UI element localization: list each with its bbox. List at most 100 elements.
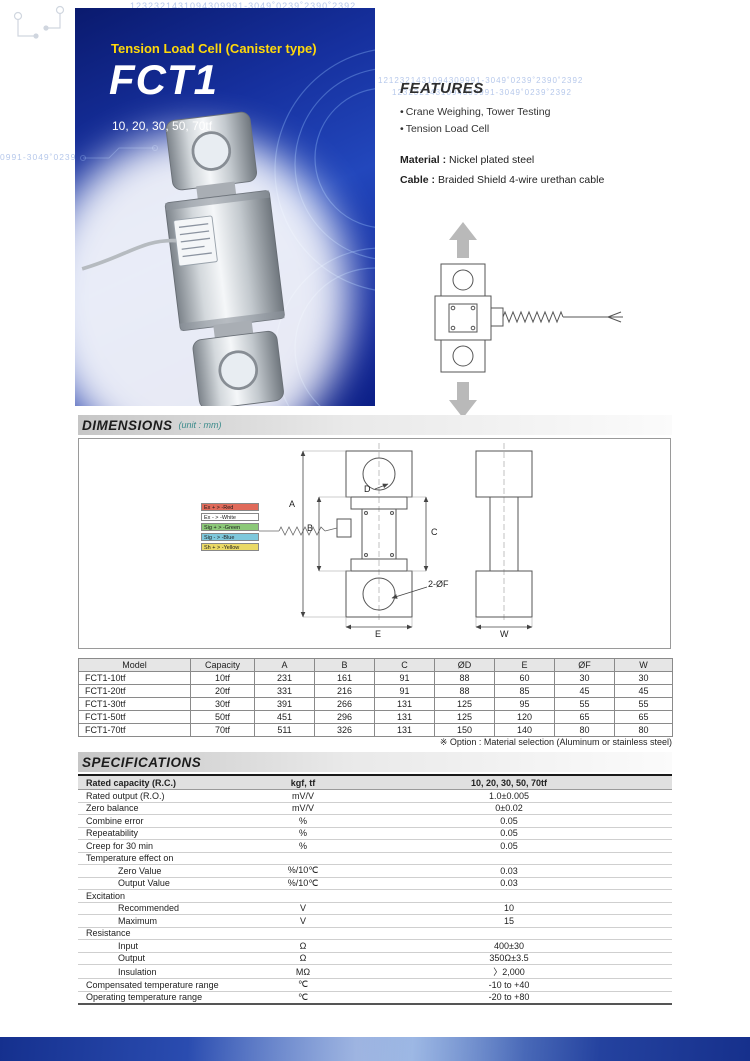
dim-label-W: W xyxy=(500,629,509,639)
dim-cell: 451 xyxy=(254,710,315,724)
decor-numbers-left: 0991-3049˚0239˚2390˚2392 xyxy=(0,152,130,162)
spec-label: Recommended xyxy=(78,902,260,915)
spec-value: 0±0.02 xyxy=(346,802,672,815)
wiring-red: Ex + > -Red xyxy=(201,503,259,511)
dim-cell: 296 xyxy=(314,710,375,724)
dim-cell: 91 xyxy=(374,671,435,685)
feature-item: •Crane Weighing, Tower Testing xyxy=(400,104,680,121)
dim-cell: 231 xyxy=(254,671,315,685)
specification-table: Rated capacity (R.C.) kgf, tf 10, 20, 30… xyxy=(78,774,672,1005)
spec-value: 10 xyxy=(346,902,672,915)
dim-cell: 70tf xyxy=(190,723,255,737)
dim-cell: 65 xyxy=(554,710,615,724)
decor-numbers-top: 1232321431094309991-3049˚0239˚2390˚2392 xyxy=(130,1,357,11)
dim-cell: 55 xyxy=(554,697,615,711)
dimension-drawing: Ex + > -Red Ex - > -White Sig + > -Green… xyxy=(78,438,671,649)
dimension-table: Model Capacity A B C ØD E ØF W FCT1-10tf… xyxy=(78,658,673,737)
down-arrow-icon xyxy=(449,382,477,418)
wiring-yellow: Sh + > -Yellow xyxy=(201,543,259,551)
spec-label: Zero Value xyxy=(78,864,260,878)
dim-header: ØD xyxy=(434,658,495,672)
table-row: FCT1-10tf 10tf 231 161 91 88 60 30 30 xyxy=(78,671,673,685)
dim-cell: 140 xyxy=(494,723,555,737)
dim-label-C: C xyxy=(431,527,438,537)
wiring-blue: Sig - > -Blue xyxy=(201,533,259,541)
wiring-legend: Ex + > -Red Ex - > -White Sig + > -Green… xyxy=(201,503,259,553)
spec-label: Insulation xyxy=(78,964,260,979)
table-row: FCT1-50tf 50tf 451 296 131 125 120 65 65 xyxy=(78,710,673,724)
dim-cell: FCT1-70tf xyxy=(78,723,191,737)
spec-row: Operating temperature range℃-20 to +80 xyxy=(78,991,672,1005)
dim-cell: 60 xyxy=(494,671,555,685)
dim-cell: 30 xyxy=(614,671,673,685)
dim-cell: 125 xyxy=(434,697,495,711)
dim-header: C xyxy=(374,658,435,672)
spec-value: 15 xyxy=(346,914,672,928)
dim-header: E xyxy=(494,658,555,672)
features-section: FEATURES •Crane Weighing, Tower Testing … xyxy=(400,80,680,138)
dim-cell: 50tf xyxy=(190,710,255,724)
spec-value: 〉2,000 xyxy=(346,964,672,979)
spec-value: 10, 20, 30, 50, 70tf xyxy=(346,775,672,790)
dim-label-A: A xyxy=(289,499,296,509)
spec-unit: Ω xyxy=(260,939,346,953)
material-value: Nickel plated steel xyxy=(449,154,535,166)
dim-cell: 91 xyxy=(374,684,435,698)
spec-value xyxy=(346,889,672,903)
dim-cell: 216 xyxy=(314,684,375,698)
spec-value xyxy=(346,852,672,865)
dim-cell: 88 xyxy=(434,684,495,698)
up-arrow-icon xyxy=(449,222,477,258)
spec-row: Compensated temperature range℃-10 to +40 xyxy=(78,978,672,992)
material-cable-section: Material : Nickel plated steel Cable : B… xyxy=(400,150,720,190)
spec-unit: MΩ xyxy=(260,964,346,979)
dim-cell: 45 xyxy=(614,684,673,698)
spec-value xyxy=(346,927,672,940)
dim-cell: FCT1-30tf xyxy=(78,697,191,711)
material-line: Material : Nickel plated steel xyxy=(400,150,720,170)
dim-header: W xyxy=(614,658,673,672)
spec-label: Input xyxy=(78,939,260,953)
dim-label-F: 2-ØF xyxy=(428,579,449,589)
dim-cell: 120 xyxy=(494,710,555,724)
dimensions-unit-note: (unit : mm) xyxy=(178,420,222,430)
dim-cell: 131 xyxy=(374,723,435,737)
dim-cell: 150 xyxy=(434,723,495,737)
dim-cell: 10tf xyxy=(190,671,255,685)
wiring-white: Ex - > -White xyxy=(201,513,259,521)
decor-numbers-mid1: 1212321431094309991-3049˚0239˚2390˚2392 xyxy=(378,76,584,85)
dim-cell: FCT1-10tf xyxy=(78,671,191,685)
hero-subtitle: Tension Load Cell (Canister type) xyxy=(111,41,317,56)
spec-value: 400±30 xyxy=(346,939,672,953)
specifications-heading-band: SPECIFICATIONS xyxy=(78,752,672,772)
dim-cell: 20tf xyxy=(190,684,255,698)
spec-label: Combine error xyxy=(78,814,260,828)
spec-row: Combine error%0.05 xyxy=(78,814,672,828)
spec-unit xyxy=(260,889,346,903)
feature-item: •Tension Load Cell xyxy=(400,121,680,138)
bullet-icon: • xyxy=(400,106,404,118)
table-row: FCT1-20tf 20tf 331 216 91 88 85 45 45 xyxy=(78,684,673,698)
dim-header: ØF xyxy=(554,658,615,672)
spec-value: 0.05 xyxy=(346,827,672,840)
dim-cell: 55 xyxy=(614,697,673,711)
dim-cell: 266 xyxy=(314,697,375,711)
dim-header: Model xyxy=(78,658,191,672)
dim-header: B xyxy=(314,658,375,672)
dimension-drawing-lines xyxy=(259,443,533,630)
spec-group-row: Temperature effect on xyxy=(78,852,672,865)
spec-group-row: Excitation xyxy=(78,889,672,903)
features-heading: FEATURES xyxy=(400,80,484,97)
wiring-green: Sig + > -Green xyxy=(201,523,259,531)
spec-value: 0.03 xyxy=(346,877,672,890)
dim-cell: FCT1-20tf xyxy=(78,684,191,698)
feature-text: Crane Weighing, Tower Testing xyxy=(405,106,551,118)
spec-value: 1.0±0.005 xyxy=(346,789,672,803)
spec-label: Output Value xyxy=(78,877,260,890)
cable-label: Cable : xyxy=(400,174,436,186)
cable-value: Braided Shield 4-wire urethan cable xyxy=(437,174,605,186)
